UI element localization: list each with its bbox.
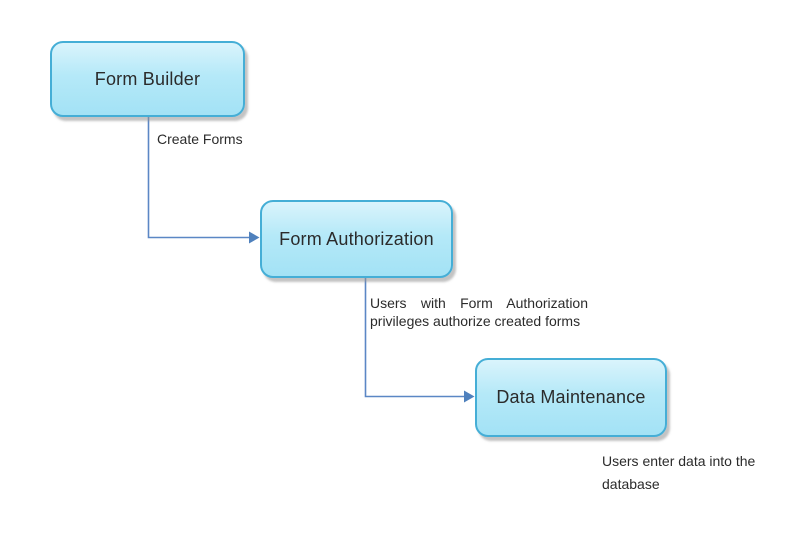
node-form-builder: Form Builder — [50, 41, 245, 117]
arrowhead-icon — [464, 390, 475, 403]
node-data-maintenance: Data Maintenance — [475, 358, 667, 437]
node-data-maintenance-label: Data Maintenance — [496, 387, 646, 407]
edge-label-authorize: Users with Form Authorization privileges… — [370, 295, 588, 329]
node-form-builder-label: Form Builder — [94, 68, 201, 89]
node-form-authorization: Form Authorization — [260, 200, 453, 278]
arrowhead-icon — [249, 231, 260, 244]
node-form-authorization-label: Form Authorization — [279, 228, 434, 249]
edge-label-create-forms: Create Forms — [157, 131, 243, 147]
annotation-users-enter-data: Users enter data into the database — [602, 453, 756, 492]
